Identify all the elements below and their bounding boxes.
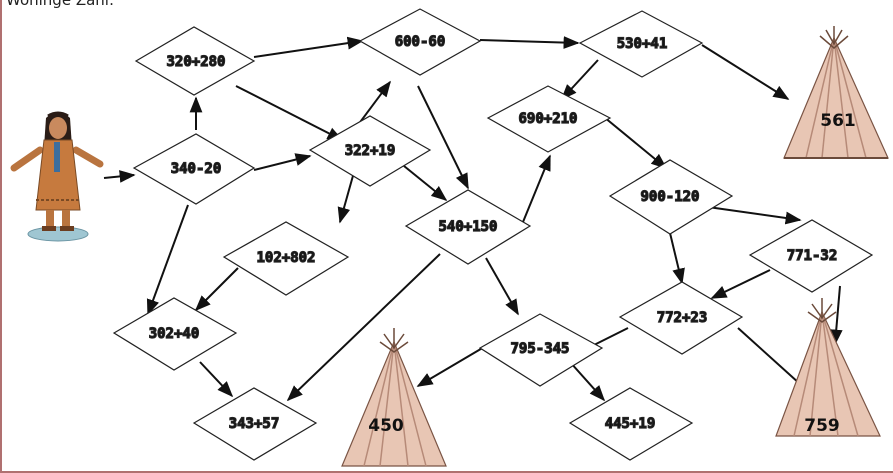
node-690-210: 690+210 xyxy=(488,86,610,152)
arrow xyxy=(708,207,800,220)
svg-text:772+23: 772+23 xyxy=(657,310,708,326)
arrow xyxy=(196,268,238,310)
arrow xyxy=(480,40,578,43)
svg-text:795-345: 795-345 xyxy=(510,341,569,357)
arrow xyxy=(604,117,666,168)
node-795-345: 795-345 xyxy=(480,314,602,386)
node-340-20: 340-20 xyxy=(134,134,254,204)
node-900-120: 900-120 xyxy=(610,160,732,234)
node-445-19: 445+19 xyxy=(570,388,692,460)
svg-text:450: 450 xyxy=(368,416,404,436)
arrow xyxy=(570,362,604,400)
svg-text:900-120: 900-120 xyxy=(640,189,699,205)
svg-text:540+150: 540+150 xyxy=(438,219,497,235)
svg-text:320+280: 320+280 xyxy=(166,54,225,70)
tent-561: 561 xyxy=(784,26,888,158)
svg-text:690+210: 690+210 xyxy=(518,111,577,127)
tent-759: 759 xyxy=(776,298,880,436)
arrow xyxy=(712,270,770,298)
node-343-57: 343+57 xyxy=(194,388,316,460)
svg-text:771-32: 771-32 xyxy=(787,248,838,264)
arrow xyxy=(254,156,310,170)
arrow xyxy=(835,286,840,344)
svg-text:445+19: 445+19 xyxy=(605,416,656,432)
girl-character xyxy=(14,112,100,241)
arrow xyxy=(418,86,468,188)
svg-text:302+40: 302+40 xyxy=(149,326,200,342)
svg-text:340-20: 340-20 xyxy=(171,161,222,177)
svg-text:561: 561 xyxy=(820,111,856,131)
svg-text:530+41: 530+41 xyxy=(617,36,668,52)
node-320-280: 320+280 xyxy=(136,27,254,95)
svg-text:322+19: 322+19 xyxy=(345,143,396,159)
arrow xyxy=(486,258,518,314)
arrow xyxy=(148,205,188,314)
node-530-41: 530+41 xyxy=(580,11,702,77)
node-771-32: 771-32 xyxy=(750,220,872,292)
svg-text:600-60: 600-60 xyxy=(395,34,446,50)
tent-450: 450 xyxy=(342,328,446,466)
node-540-150: 540+150 xyxy=(406,190,530,264)
arrow xyxy=(254,41,362,57)
arrow xyxy=(200,362,232,396)
node-322-19: 322+19 xyxy=(310,116,430,186)
svg-text:343+57: 343+57 xyxy=(229,416,280,432)
node-302-40: 302+40 xyxy=(114,298,236,370)
node-600-60: 600-60 xyxy=(360,9,480,75)
node-102-802: 102+802 xyxy=(224,222,348,295)
arrow xyxy=(104,175,134,178)
arrow xyxy=(404,166,446,200)
arrow xyxy=(562,60,598,99)
arrow xyxy=(523,156,550,222)
arrow xyxy=(670,233,682,283)
arrow xyxy=(236,86,342,140)
svg-text:102+802: 102+802 xyxy=(256,250,315,266)
arrow xyxy=(702,45,788,99)
svg-text:759: 759 xyxy=(804,416,840,436)
